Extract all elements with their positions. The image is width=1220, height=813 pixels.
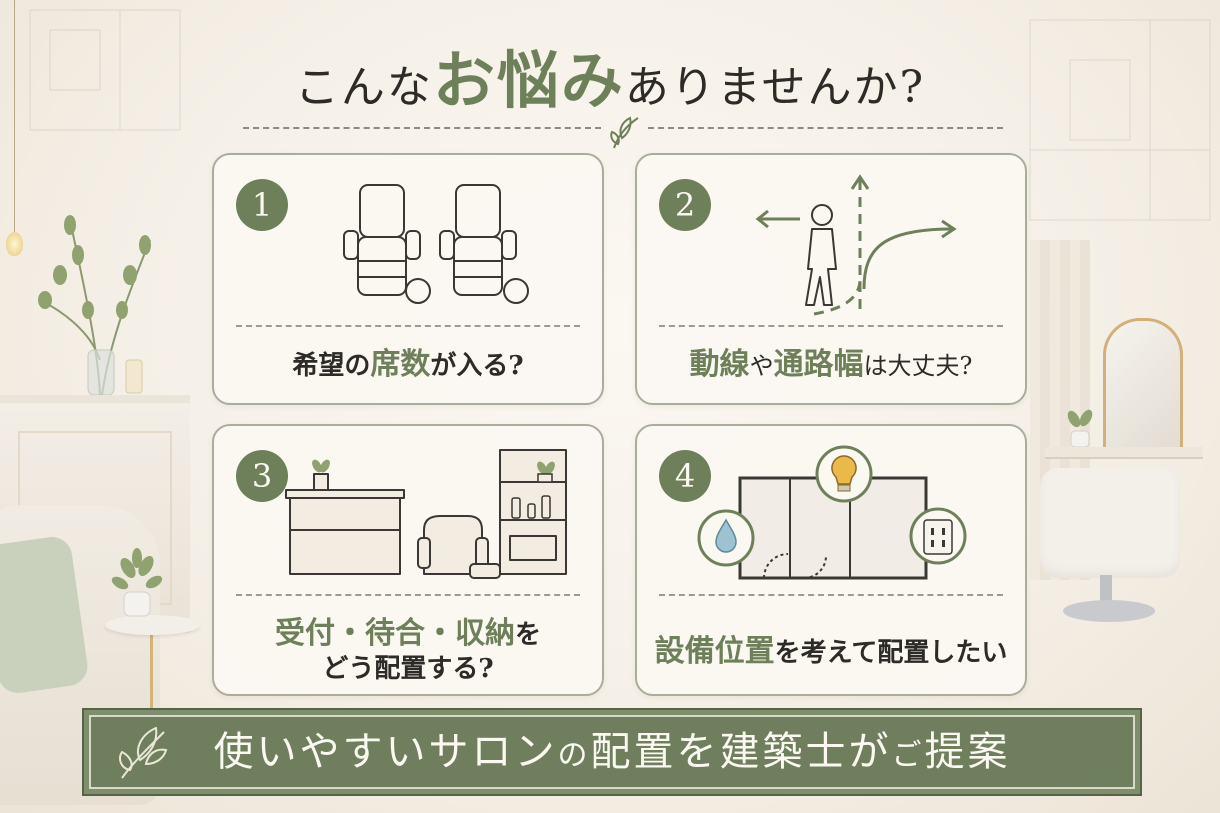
card-layout: 3 受付・待合・収納を どう配置する? xyxy=(212,424,604,696)
mirror-shelf xyxy=(1045,447,1203,459)
card-number-3: 3 xyxy=(236,450,288,502)
headline-accent: お悩み xyxy=(432,44,625,117)
banner-part: の xyxy=(557,738,591,773)
caption-part: を xyxy=(514,620,541,650)
card-divider xyxy=(659,594,1003,596)
blueprint-sketch-left xyxy=(29,9,181,131)
leaf-icon xyxy=(610,116,639,149)
side-table-leg xyxy=(150,628,153,708)
side-table xyxy=(105,615,200,635)
card-caption: 設備位置を考えて配置したい xyxy=(637,626,1025,670)
caption-highlight: 席数 xyxy=(370,347,431,382)
card-caption: 受付・待合・収納を xyxy=(214,608,602,652)
card-caption: 希望の席数が入る? xyxy=(214,339,602,383)
headline-before: こんな xyxy=(294,62,433,113)
headline: こんなお悩みありませんか? xyxy=(0,30,1220,120)
salon-chair-right xyxy=(1040,468,1180,578)
salon-chair-base xyxy=(1063,600,1155,622)
caption-part: を考えて配置したい xyxy=(774,638,1008,668)
headline-after: ありませんか? xyxy=(624,62,926,113)
caption-part: 希望の xyxy=(292,351,371,381)
salon-chairs-icon xyxy=(343,184,529,304)
walking-person-arrows-icon xyxy=(755,174,957,316)
bottom-banner: 使いやすいサロンの配置を建築士がご提案 xyxy=(82,708,1142,796)
pendant-lamp-icon xyxy=(6,232,23,256)
caption-part: が入る? xyxy=(430,351,524,381)
caption-highlight: 設備位置 xyxy=(654,634,775,669)
card-caption: 動線や通路幅は大丈夫? xyxy=(637,339,1025,383)
leaf-icon xyxy=(119,726,168,779)
banner-part: ご xyxy=(891,738,925,773)
salon-mirror xyxy=(1103,318,1183,454)
card-divider xyxy=(236,325,580,327)
banner-part: 提案 xyxy=(924,729,1011,775)
small-plant-icon xyxy=(1067,409,1093,448)
floor-plan-icon xyxy=(697,445,967,580)
card-divider xyxy=(659,325,1003,327)
blueprint-sketch-right xyxy=(1029,19,1211,221)
card-divider xyxy=(236,594,580,596)
headline-rule-left xyxy=(243,127,601,129)
card-number-4: 4 xyxy=(659,450,711,502)
card-caption-line2: どう配置する? xyxy=(214,648,602,685)
card-facilities: 4 設備位置を考えて配置したい xyxy=(635,424,1027,696)
caption-part: どう配置する? xyxy=(322,654,494,684)
caption-highlight: 通路幅 xyxy=(773,347,864,382)
potted-plant-icon xyxy=(111,548,163,617)
caption-part: や xyxy=(749,352,774,380)
banner-text: 使いやすいサロンの配置を建築士がご提案 xyxy=(84,710,1140,794)
banner-part: 配置を建築士が xyxy=(590,729,892,775)
caption-part: は大丈夫? xyxy=(863,352,973,380)
reception-furniture-icon xyxy=(285,449,567,579)
card-seats: 1 希望の席数が入る? xyxy=(212,153,604,405)
caption-highlight: 受付・待合・収納 xyxy=(274,616,515,651)
card-number-1: 1 xyxy=(236,179,288,231)
headline-rule-right xyxy=(648,127,1003,129)
caption-highlight: 動線 xyxy=(689,347,750,382)
pendant-lamp-cord xyxy=(14,0,15,235)
banner-part: 使いやすいサロン xyxy=(213,729,558,775)
vase-plant-icon xyxy=(38,215,151,396)
card-circulation: 2 動線や通路幅は大丈夫? xyxy=(635,153,1027,405)
card-number-2: 2 xyxy=(659,179,711,231)
